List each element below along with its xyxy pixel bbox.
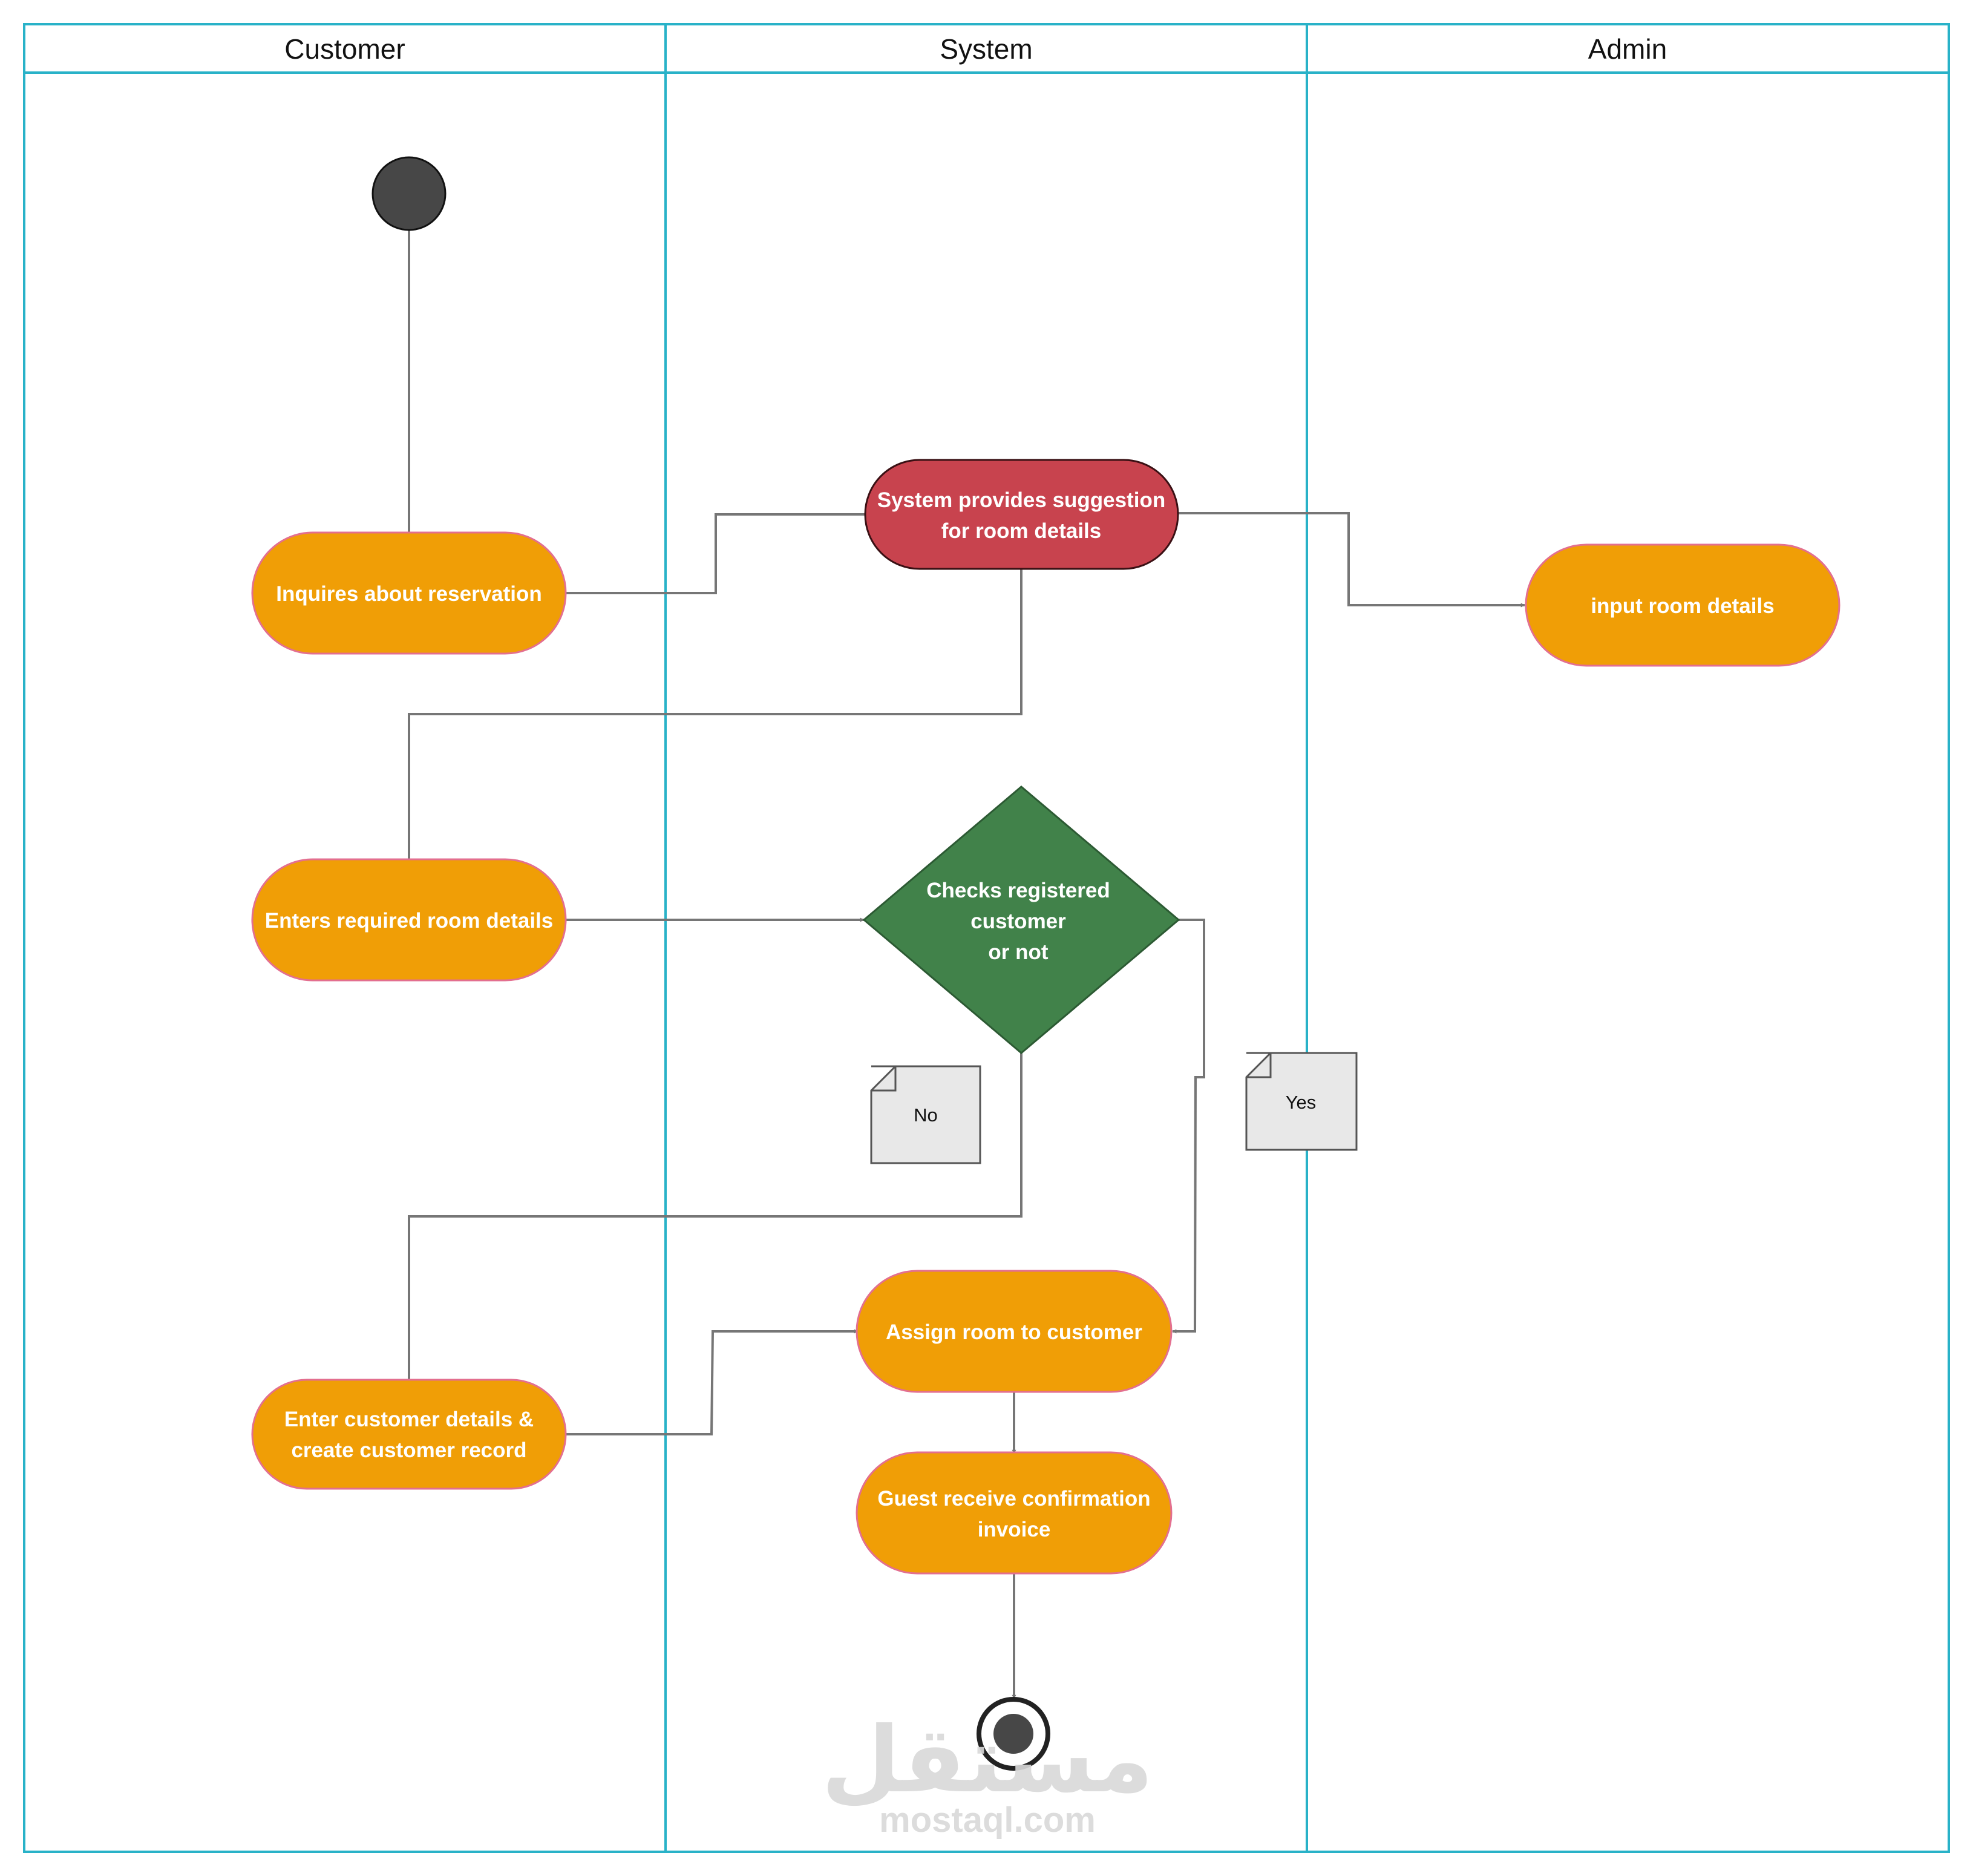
activity-label: Assign room to customer (886, 1320, 1142, 1344)
activity-label-line-2: create customer record (291, 1438, 526, 1462)
decision-label-line-2: customer (970, 910, 1066, 933)
activity-enter-customer-details: Enter customer details & create customer… (251, 1379, 567, 1490)
note-yes: Yes (1245, 1052, 1358, 1151)
activity-label: Enters required room details (265, 909, 554, 933)
swimlane-border (23, 23, 1950, 1853)
edge-checks-yes-to-assign-room (1172, 919, 1205, 1334)
lane-title-system: System (940, 33, 1032, 65)
connectors (407, 230, 1525, 1699)
watermark: مستقل mostaql.com (822, 1708, 1154, 1840)
note-no: No (870, 1065, 981, 1164)
decision-label-line-1: Checks registered (926, 879, 1110, 902)
edge-inquires-to-suggestion (566, 512, 869, 594)
edge-suggestion-to-input-room (1178, 512, 1525, 608)
activity-inquires-about-reservation: Inquires about reservation (251, 531, 567, 655)
lane-title-customer: Customer (284, 33, 405, 65)
activity-system-provides-suggestion: System provides suggestion for room deta… (864, 459, 1179, 570)
edge-enter-customer-to-assign-room (566, 1329, 859, 1435)
activity-guest-receive-confirmation: Guest receive confirmation invoice (856, 1451, 1173, 1575)
activity-label: Inquires about reservation (276, 582, 542, 606)
activity-label-line-1: Enter customer details & (284, 1408, 534, 1431)
note-yes-label: Yes (1286, 1092, 1317, 1113)
activity-label-line-1: Guest receive confirmation (877, 1487, 1150, 1510)
activity-label: input room details (1591, 594, 1774, 618)
decision-label-line-3: or not (988, 940, 1048, 964)
activity-label-line-1: System provides suggestion (877, 488, 1166, 512)
final-node-core (993, 1714, 1033, 1754)
note-no-label: No (914, 1104, 938, 1126)
watermark-arabic: مستقل (822, 1708, 1154, 1813)
activity-assign-room-to-customer: Assign room to customer (856, 1270, 1173, 1393)
activity-label-line-2: for room details (941, 519, 1101, 543)
decision-checks-registered-customer: Checks registered customer or not (862, 785, 1180, 1054)
lane-title-admin: Admin (1588, 33, 1667, 65)
swimlane-frame: Customer System Admin (23, 23, 1950, 1853)
edge-checks-no-to-enter-customer (407, 1053, 1022, 1383)
activity-enters-required-room-details: Enters required room details (251, 858, 567, 982)
watermark-latin: mostaql.com (879, 1800, 1096, 1840)
activity-input-room-details: input room details (1525, 543, 1840, 667)
initial-node (371, 156, 447, 231)
edge-suggestion-to-enters-details (407, 569, 1022, 863)
activity-label-line-2: invoice (978, 1518, 1051, 1541)
final-node (977, 1697, 1050, 1771)
